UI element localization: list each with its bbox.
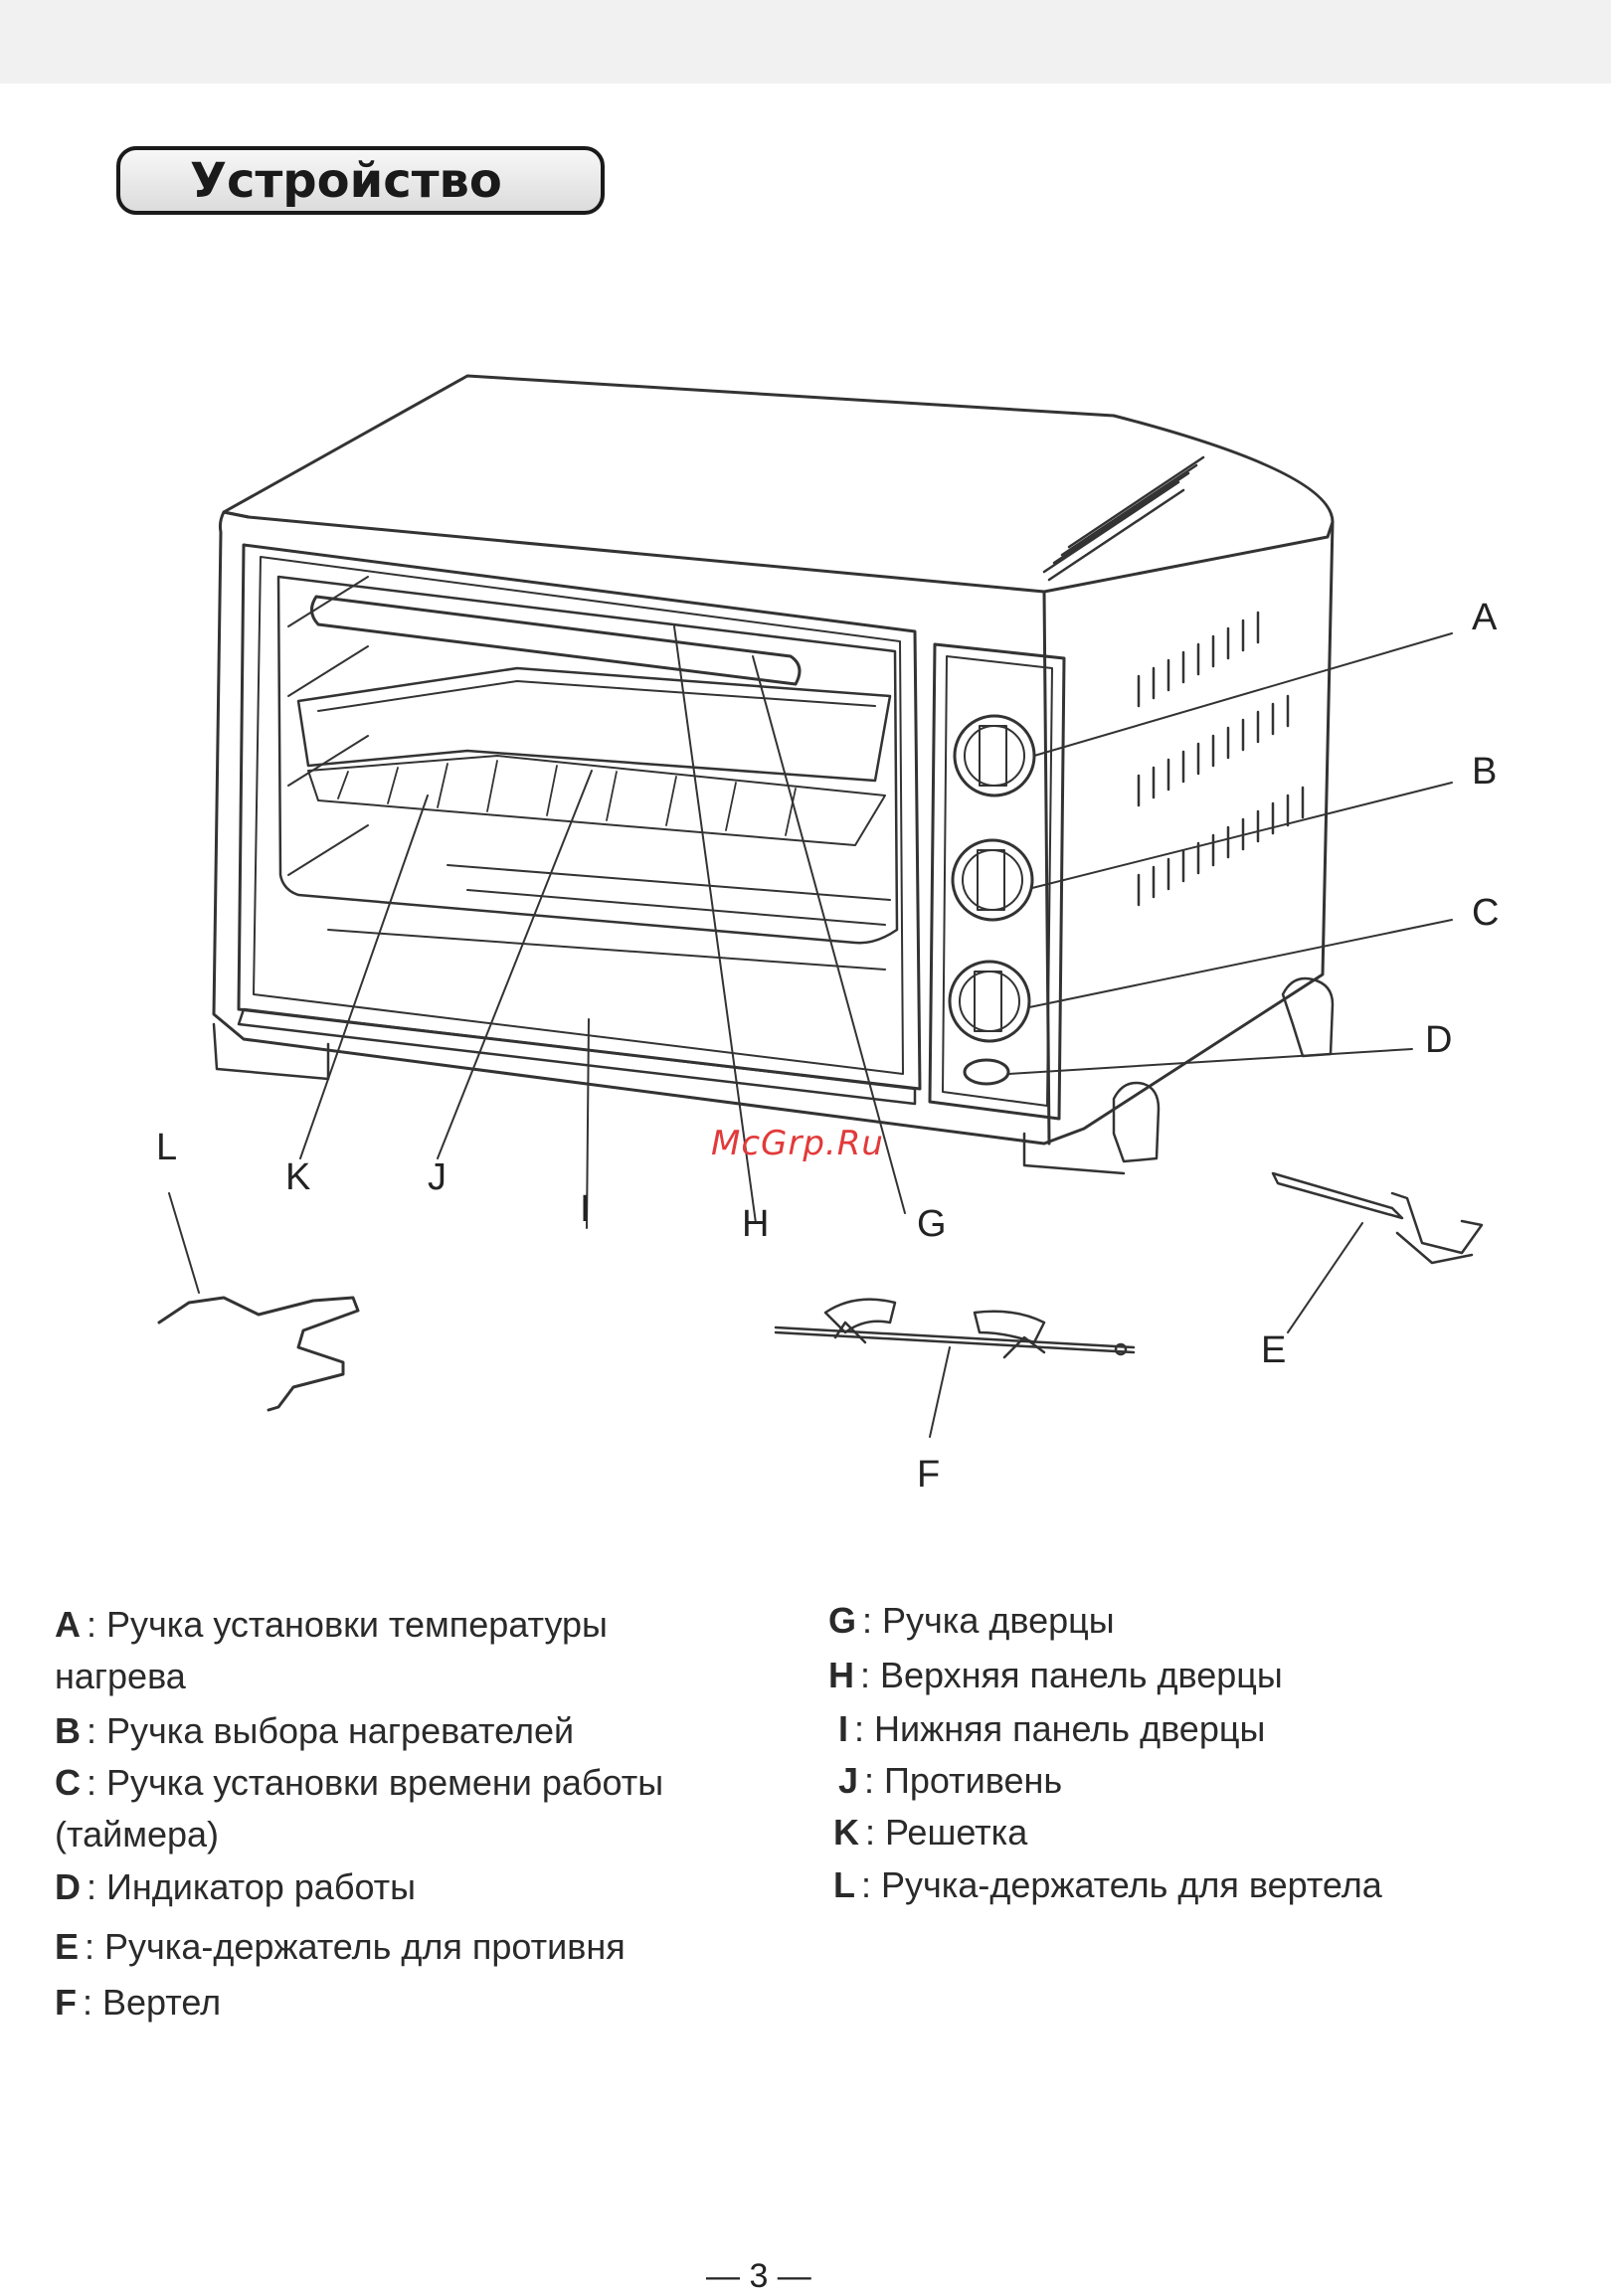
callout-k: K (285, 1156, 311, 1198)
legend-item-k: K: Решетка (833, 1807, 1027, 1858)
legend-key: K (833, 1812, 859, 1853)
legend-text: : Индикатор работы (87, 1866, 417, 1907)
top-band (0, 0, 1611, 84)
legend-key: L (833, 1864, 855, 1905)
legend-text: : Верхняя панель дверцы (860, 1655, 1283, 1695)
tray-holder-tool (1271, 1171, 1484, 1265)
foot-center (1022, 1132, 1126, 1175)
legend-text: : Ручка выбора нагревателей (87, 1710, 575, 1751)
rotisserie-spit (774, 1298, 1136, 1359)
section-title-frame (116, 146, 605, 215)
knob-temperature (953, 714, 1036, 797)
foot-right-front (1112, 1081, 1161, 1163)
callout-l: L (156, 1127, 178, 1168)
top-vents (1042, 455, 1205, 582)
baking-tray (296, 666, 892, 783)
legend-key: H (828, 1655, 854, 1695)
front-frame (237, 543, 922, 1091)
legend-key: I (838, 1708, 849, 1749)
knob-timer (948, 960, 1031, 1043)
legend-item-l: L: Ручка-держатель для вертела (833, 1859, 1382, 1911)
callout-d: D (1425, 1019, 1453, 1061)
callout-h: H (742, 1203, 770, 1245)
legend-text: : Ручка дверцы (862, 1600, 1115, 1641)
door-window (276, 575, 899, 945)
oven-top (222, 374, 1335, 594)
legend-item-e: E: Ручка-держатель для противня (55, 1921, 626, 1973)
callout-b: B (1472, 751, 1498, 793)
legend-key: F (55, 1982, 77, 2023)
callout-i: I (580, 1188, 591, 1230)
legend-key: G (828, 1600, 857, 1641)
callout-g: G (917, 1203, 947, 1245)
watermark: McGrp.Ru (711, 1124, 884, 1163)
callout-e: E (1261, 1329, 1287, 1371)
legend-item-h: H: Верхняя панель дверцы (828, 1650, 1283, 1701)
leader-lines (168, 625, 1453, 1438)
callout-f: F (917, 1454, 941, 1496)
legend-text: : Решетка (865, 1812, 1028, 1853)
door-bottom-panel (237, 1007, 917, 1106)
legend-item-a: A: Ручка установки температуры нагрева (55, 1599, 608, 1702)
legend-key: E (55, 1926, 80, 1967)
legend-text: : Ручка установки температуры нагрева (55, 1604, 608, 1696)
legend-item-f: F: Вертел (55, 1977, 221, 2029)
legend-text: : Вертел (83, 1982, 222, 2023)
legend-key: J (838, 1760, 859, 1801)
legend-item-g: G: Ручка дверцы (828, 1595, 1115, 1647)
foot-right-back (1281, 976, 1335, 1058)
control-panel (928, 642, 1066, 1121)
legend-text: : Нижняя панель дверцы (854, 1708, 1266, 1749)
legend-key: C (55, 1762, 81, 1803)
legend-item-b: B: Ручка выбора нагревателей (55, 1705, 574, 1757)
legend-text: : Ручка-держатель для вертела (861, 1864, 1382, 1905)
callout-c: C (1472, 892, 1500, 934)
legend-text: : Ручка установки времени работы (таймер… (55, 1762, 664, 1854)
spit-holder-wire (157, 1296, 360, 1412)
side-vents (1137, 611, 1305, 907)
legend-key: A (55, 1604, 81, 1645)
legend-key: B (55, 1710, 81, 1751)
callout-j: J (428, 1156, 447, 1198)
power-indicator (963, 1058, 1010, 1086)
legend-item-j: J: Противень (838, 1755, 1062, 1807)
legend-key: D (55, 1866, 81, 1907)
legend-text: : Ручка-держатель для противня (85, 1926, 626, 1967)
legend-item-d: D: Индикатор работы (55, 1861, 416, 1913)
grid-rack (307, 755, 886, 846)
legend-item-c: C: Ручка установки времени работы (тайме… (55, 1757, 663, 1860)
section-title: Устройство (190, 153, 502, 209)
legend-item-i: I: Нижняя панель дверцы (838, 1703, 1265, 1755)
knob-heater-select (951, 838, 1034, 922)
oven-body (212, 510, 1335, 1146)
callout-a: A (1472, 597, 1498, 638)
legend-text: : Противень (864, 1760, 1063, 1801)
door-handle (310, 595, 802, 686)
page-number: — 3 — (706, 2257, 811, 2295)
foot-left (212, 1022, 330, 1081)
